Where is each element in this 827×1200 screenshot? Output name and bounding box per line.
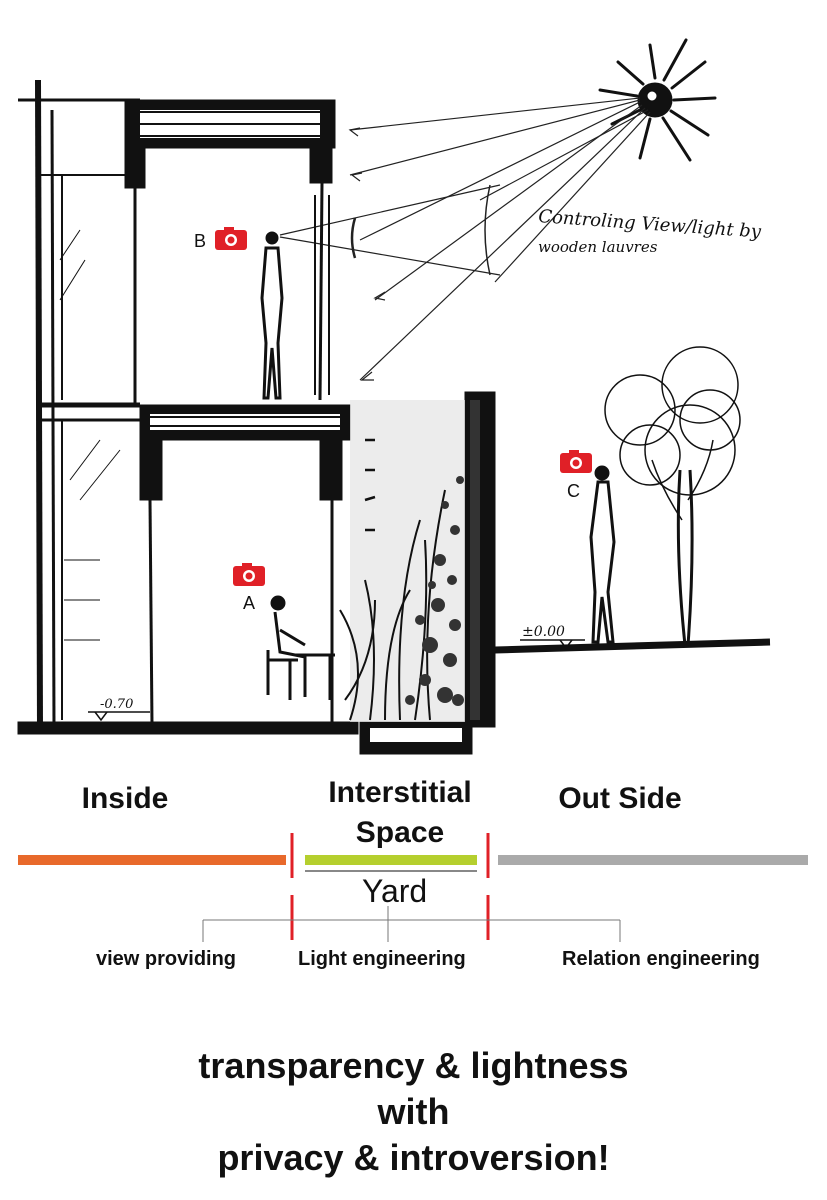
person-seated-interior: [266, 595, 335, 700]
slogan-line-2: with: [377, 1091, 450, 1132]
outside-zone-bar: [498, 855, 808, 865]
yard-vegetation: [339, 476, 464, 721]
inside-label: Inside: [81, 782, 169, 815]
person-standing-outside: [589, 465, 616, 644]
inside-zone-bar: [18, 855, 286, 865]
person-standing-upper: [260, 231, 284, 400]
view-providing-label: view providing: [96, 948, 237, 970]
camera-c-icon: [560, 450, 592, 473]
light-engineering-label: Light engineering: [298, 948, 466, 970]
slogan-line-1: transparency & lightness: [198, 1045, 629, 1086]
level-label-outside: ±0.00: [522, 624, 565, 640]
interstitial-zone-bar: [305, 855, 477, 865]
camera-a-label: A: [243, 593, 255, 613]
level-label-inside: -0.70: [100, 697, 133, 712]
sun-rays: [348, 97, 651, 381]
camera-b-icon: [215, 227, 247, 250]
level-marker-inside: [88, 711, 150, 722]
camera-c-label: C: [567, 481, 580, 501]
outside-label: Out Side: [558, 782, 682, 815]
annotation-line-2: wooden lauvres: [538, 238, 658, 256]
yard-label: Yard: [362, 873, 428, 909]
view-cone: [279, 184, 501, 276]
level-marker-outside: [520, 639, 585, 650]
camera-b-label: B: [194, 231, 206, 251]
building-structure: [17, 79, 771, 755]
slogan-line-3: privacy & introversion!: [217, 1137, 610, 1178]
interstitial-label-line-1: Interstitial: [328, 776, 472, 809]
camera-a-icon: [233, 563, 265, 586]
relation-engineering-label: Relation engineering: [562, 948, 760, 970]
function-bracket: [202, 906, 621, 942]
tree-icon: [604, 346, 741, 646]
interstitial-label-line-2: Space: [355, 816, 445, 849]
